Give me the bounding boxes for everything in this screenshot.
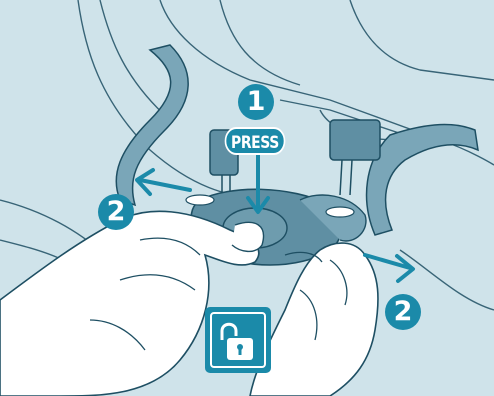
step-1-badge: 1 <box>238 84 274 120</box>
press-label: PRESS <box>225 127 286 155</box>
step-2-badge-right: 2 <box>385 294 421 330</box>
unlock-badge <box>205 307 271 373</box>
right-harness-strap <box>367 125 478 235</box>
step-2-badge-left: 2 <box>98 194 134 230</box>
unlock-padlock-icon <box>205 307 271 373</box>
right-tongue-connector <box>330 120 380 160</box>
